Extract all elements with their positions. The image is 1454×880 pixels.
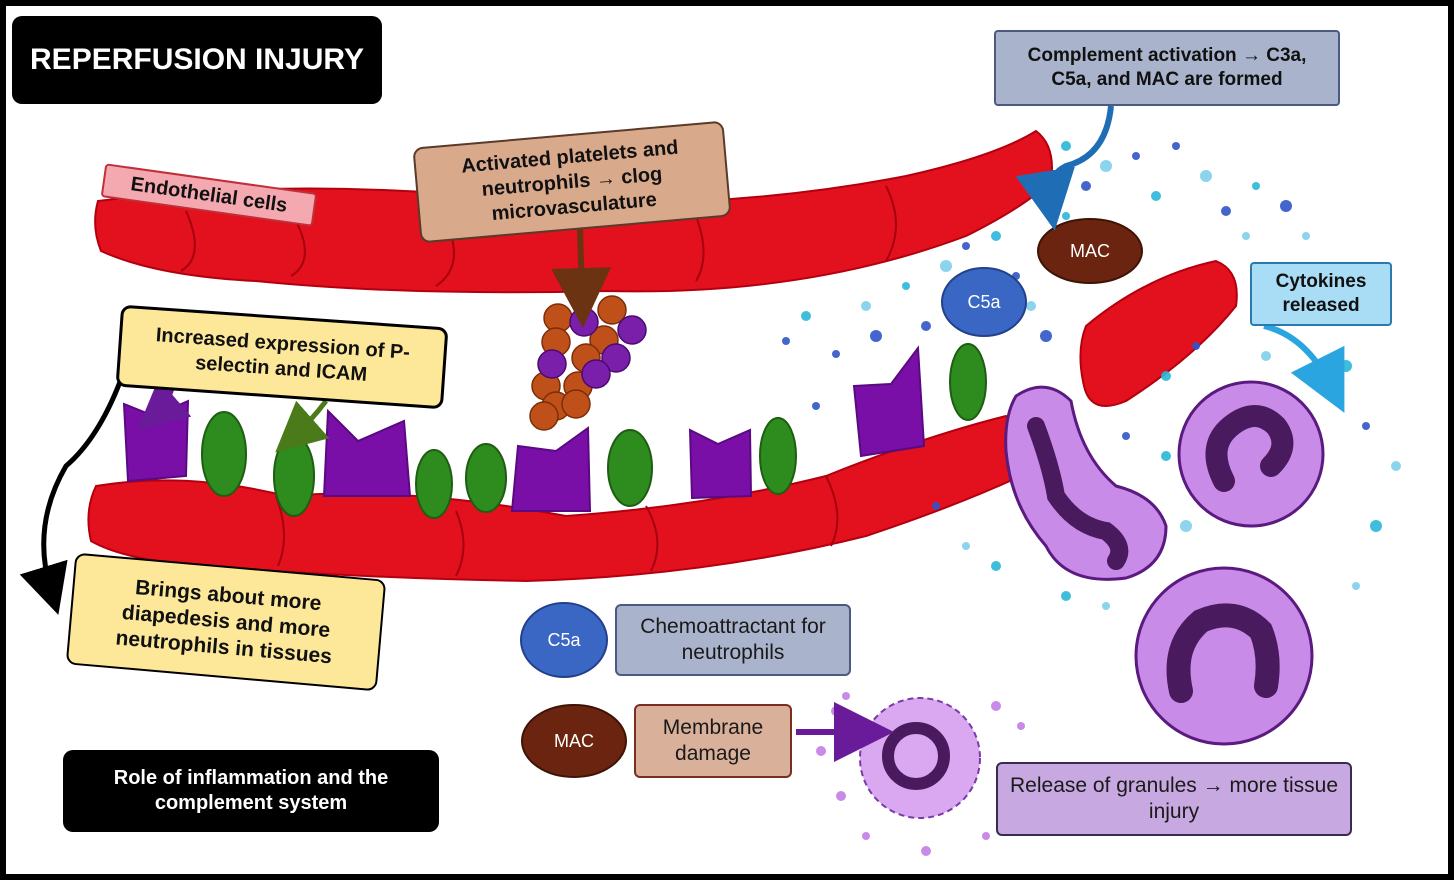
neutrophil-cell bbox=[1134, 566, 1314, 746]
icam-receptor bbox=[415, 449, 453, 519]
p-selectin-receptor bbox=[688, 428, 753, 500]
complement-particles bbox=[782, 141, 1401, 610]
mac-text: MAC bbox=[1070, 240, 1110, 261]
platelet-neutrophil-clump bbox=[529, 295, 647, 431]
mac-legend-text: MAC bbox=[554, 730, 594, 751]
illustration bbox=[19, 105, 1401, 856]
cytokine-arrow bbox=[1263, 323, 1345, 413]
membrane-damage-label: Membrane damage bbox=[634, 704, 792, 778]
chemoattractant-label: Chemoattractant for neutrophils bbox=[615, 604, 851, 676]
c5a-legend-oval bbox=[520, 602, 608, 678]
icam-receptor bbox=[201, 411, 247, 497]
p-selectin-receptor bbox=[510, 426, 592, 512]
icam-receptor bbox=[759, 417, 797, 495]
p-selectin-receptor bbox=[322, 408, 412, 497]
mac-molecule bbox=[1037, 218, 1143, 284]
c5a-molecule bbox=[941, 267, 1027, 337]
icam-receptor bbox=[607, 429, 653, 507]
platelet-arrow bbox=[551, 227, 612, 328]
neutrophil-cell bbox=[1177, 380, 1325, 528]
selectin-to-diapedesis-arrow bbox=[19, 370, 127, 615]
mac-legend-oval bbox=[521, 704, 627, 778]
cytokines-label: Cytokines released bbox=[1250, 262, 1392, 326]
degranulating-neutrophil bbox=[816, 692, 1025, 856]
icam-green-arrow bbox=[275, 399, 330, 453]
damaged-endothelial-fragment bbox=[1079, 259, 1238, 407]
page-title: REPERFUSION INJURY bbox=[12, 16, 382, 104]
migrating-neutrophil bbox=[1004, 385, 1168, 581]
granules-label: Release of granules → more tissue injury bbox=[996, 762, 1352, 836]
icam-receptor bbox=[273, 435, 315, 517]
complement-arrow bbox=[1015, 105, 1114, 231]
c5a-text: C5a bbox=[967, 291, 1001, 312]
p-selectin-receptor bbox=[852, 345, 926, 458]
complement-label: Complement activation → C3a, C5a, and MA… bbox=[994, 30, 1340, 106]
icam-receptor bbox=[949, 343, 987, 421]
c5a-legend-text: C5a bbox=[547, 629, 581, 650]
diagram-subtitle: Role of inflammation and the complement … bbox=[63, 750, 439, 832]
icam-receptor bbox=[465, 443, 507, 513]
